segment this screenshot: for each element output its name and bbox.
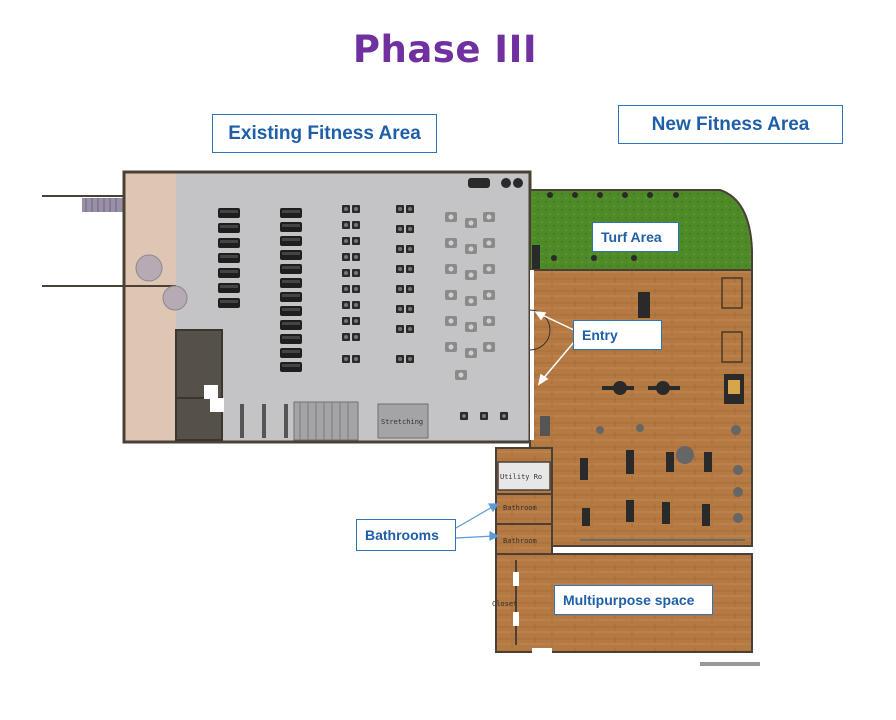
service-rooms: Utility Ro Bathroom Bathroom bbox=[495, 447, 553, 561]
new-fitness-floor bbox=[529, 269, 753, 547]
closet-label: Closet bbox=[492, 600, 517, 608]
multipurpose-space-label: Multipurpose space bbox=[554, 585, 713, 615]
existing-fitness-floor bbox=[122, 170, 532, 444]
cardio-rows: Stretching bbox=[218, 178, 523, 441]
stretching-room-label: Stretching bbox=[381, 418, 423, 426]
bathroom-1-label: Bathroom bbox=[503, 504, 537, 512]
utility-room-label: Utility Ro bbox=[500, 473, 542, 481]
entry-label: Entry bbox=[573, 320, 662, 350]
new-fitness-area-label: New Fitness Area bbox=[618, 105, 843, 144]
bathroom-2-label: Bathroom bbox=[503, 537, 537, 545]
entry-arrows bbox=[534, 311, 575, 386]
bathroom-arrows bbox=[455, 503, 500, 541]
entry-corridor bbox=[42, 195, 126, 287]
existing-fitness-area-label: Existing Fitness Area bbox=[212, 114, 437, 153]
turf-area-label: Turf Area bbox=[592, 222, 679, 252]
bathrooms-label: Bathrooms bbox=[356, 519, 456, 551]
page-title: Phase III bbox=[352, 28, 538, 71]
